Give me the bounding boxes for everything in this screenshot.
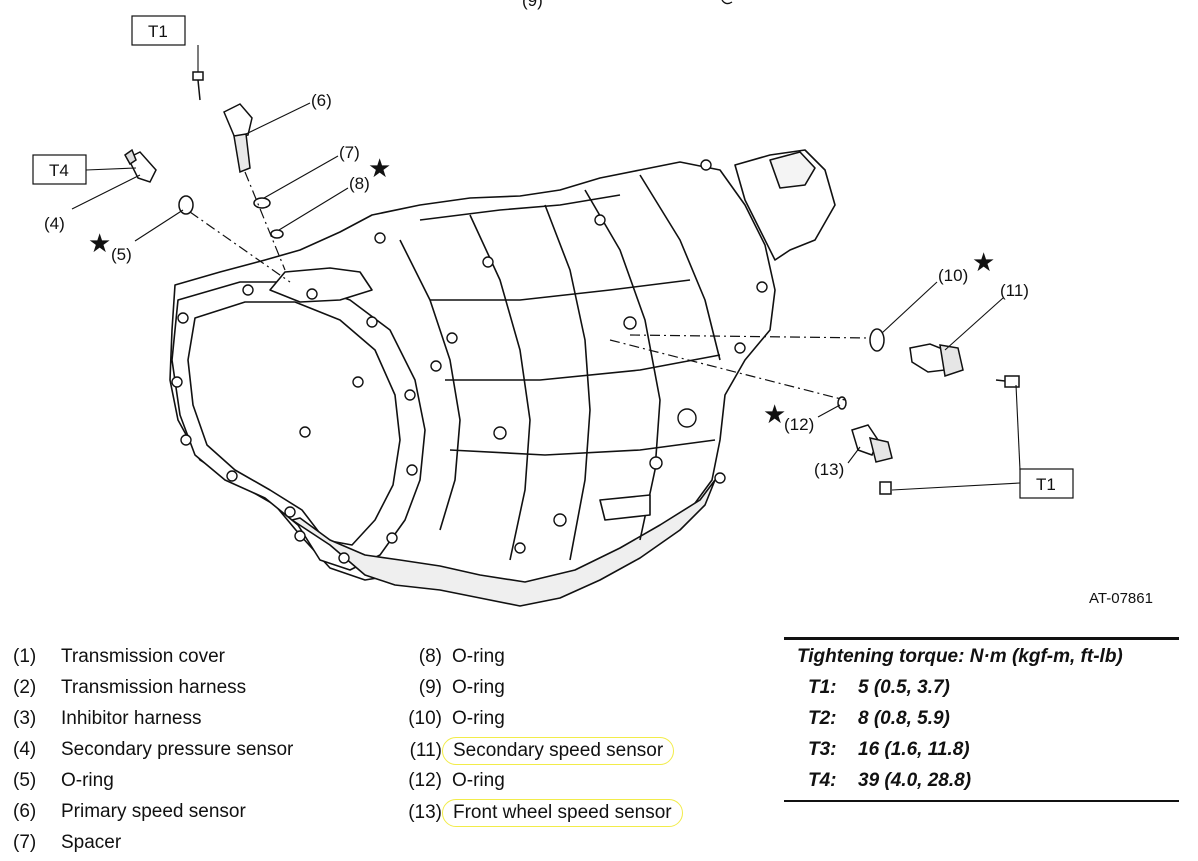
torque-tag-t1-top: T1 xyxy=(131,15,186,46)
torque-row: T1: 5 (0.5, 3.7) xyxy=(784,672,1179,703)
torque-tag-t4: T4 xyxy=(32,154,87,185)
callout-10: (10) xyxy=(938,266,968,285)
torque-row: T3: 16 (1.6, 11.8) xyxy=(784,734,1179,765)
legend-number: (3) xyxy=(13,708,37,729)
star-icon: ★ xyxy=(88,229,111,259)
torque-row: T2: 8 (0.8, 5.9) xyxy=(784,703,1179,734)
torque-value: 16 (1.6, 11.8) xyxy=(858,739,970,760)
legend-number: (9) xyxy=(418,677,442,698)
star-icon: ★ xyxy=(763,400,786,430)
legend-item: (2) Transmission harness xyxy=(13,675,293,706)
primary-speed-sensor xyxy=(223,103,253,174)
legend-left-column: (1) Transmission cover (2) Transmission ha… xyxy=(13,644,293,861)
legend-number: (10) xyxy=(408,708,442,729)
callout-6: (6) xyxy=(311,91,332,110)
callout-5: (5) xyxy=(111,245,132,264)
torque-row: T4: 39 (4.0, 28.8) xyxy=(784,765,1179,796)
torque-key: T3: xyxy=(808,739,837,760)
legend-number: (8) xyxy=(418,646,442,667)
legend-number: (2) xyxy=(13,677,37,698)
legend-label: Spacer xyxy=(61,832,122,853)
torque-table: Tightening torque: N·m (kgf-m, ft-lb) T1… xyxy=(784,637,1179,802)
legend-item: (6) Primary speed sensor xyxy=(13,799,293,830)
legend-item: (3) Inhibitor harness xyxy=(13,706,293,737)
top-cropped-part xyxy=(721,0,733,5)
figure-code: AT-07861 xyxy=(1089,590,1153,607)
callout-9: (9) xyxy=(522,0,543,10)
torque-tag-t1-right: T1 xyxy=(1019,468,1074,499)
legend-number: (6) xyxy=(13,801,37,822)
table-top-rule xyxy=(784,637,1179,640)
torque-key: T4: xyxy=(808,770,837,791)
torque-tag-t1-right-text: T1 xyxy=(1036,475,1056,494)
legend-middle-column: (8) O-ring (9) O-ring (10) O-ring (11)Secon… xyxy=(390,644,683,830)
o-ring-10-part xyxy=(869,328,885,352)
torque-tag-t1-top-text: T1 xyxy=(148,22,168,41)
front-wheel-speed-sensor xyxy=(851,424,893,495)
legend-label-highlighted: Front wheel speed sensor xyxy=(442,799,683,827)
torque-value: 39 (4.0, 28.8) xyxy=(858,770,972,791)
legend-label: Primary speed sensor xyxy=(61,801,246,822)
legend-number: (7) xyxy=(13,832,37,853)
legend-label: O-ring xyxy=(452,770,505,791)
legend-item: (8) O-ring xyxy=(390,644,683,675)
legend-item: (12) O-ring xyxy=(390,768,683,799)
leader-lines xyxy=(71,45,1021,491)
callout-7: (7) xyxy=(339,143,360,162)
legend-label: Inhibitor harness xyxy=(61,708,202,729)
o-ring-8-part xyxy=(270,229,284,239)
legend-label: O-ring xyxy=(452,708,505,729)
torque-key: T1: xyxy=(808,677,837,698)
callout-13: (13) xyxy=(814,460,844,479)
transmission-body xyxy=(169,149,836,607)
legend-item: (10) O-ring xyxy=(390,706,683,737)
secondary-speed-sensor xyxy=(909,343,1020,388)
star-icon: ★ xyxy=(972,248,995,278)
legend-item: (9) O-ring xyxy=(390,675,683,706)
legend-number: (1) xyxy=(13,646,37,667)
spacer-part xyxy=(253,197,271,209)
o-ring-12-part xyxy=(837,396,847,410)
legend-item: (7) Spacer xyxy=(13,830,293,861)
legend-item: (11)Secondary speed sensor xyxy=(390,737,683,768)
legend-number: (11) xyxy=(409,740,442,761)
legend-label: Secondary pressure sensor xyxy=(61,739,294,760)
legend-item: (5) O-ring xyxy=(13,768,293,799)
legend-item: (1) Transmission cover xyxy=(13,644,293,675)
legend-label: Transmission cover xyxy=(61,646,226,667)
callout-11: (11) xyxy=(1000,281,1029,300)
torque-heading: Tightening torque: N·m (kgf-m, ft-lb) xyxy=(797,646,1123,667)
star-icon: ★ xyxy=(368,154,391,184)
callout-8: (8) xyxy=(349,174,370,193)
legend-item: (13)Front wheel speed sensor xyxy=(390,799,683,830)
legend-number: (12) xyxy=(408,770,442,791)
parts xyxy=(124,71,1020,495)
torque-tag-t4-text: T4 xyxy=(49,161,69,180)
legend-number: (13) xyxy=(408,802,442,823)
callout-12: (12) xyxy=(784,415,814,434)
legend-number: (5) xyxy=(13,770,37,791)
o-ring-5-part xyxy=(178,195,194,215)
bolt-t1-top xyxy=(192,71,204,101)
callout-4: (4) xyxy=(44,214,65,233)
legend-label: O-ring xyxy=(452,677,505,698)
legend-label: Transmission harness xyxy=(61,677,247,698)
torque-value: 8 (0.8, 5.9) xyxy=(858,708,950,729)
exploded-view-diagram: (9) xyxy=(32,0,1074,607)
legend-item: (4) Secondary pressure sensor xyxy=(13,737,293,768)
legend-number: (4) xyxy=(13,739,37,760)
table-bottom-rule xyxy=(784,800,1179,802)
bolt-holes xyxy=(171,159,768,564)
legend-label-highlighted: Secondary speed sensor xyxy=(442,737,675,765)
torque-key: T2: xyxy=(808,708,837,729)
legend-label: O-ring xyxy=(61,770,114,791)
assembly-lines xyxy=(189,171,871,401)
torque-value: 5 (0.5, 3.7) xyxy=(858,677,950,698)
legend-label: O-ring xyxy=(452,646,505,667)
secondary-pressure-sensor xyxy=(124,148,157,183)
